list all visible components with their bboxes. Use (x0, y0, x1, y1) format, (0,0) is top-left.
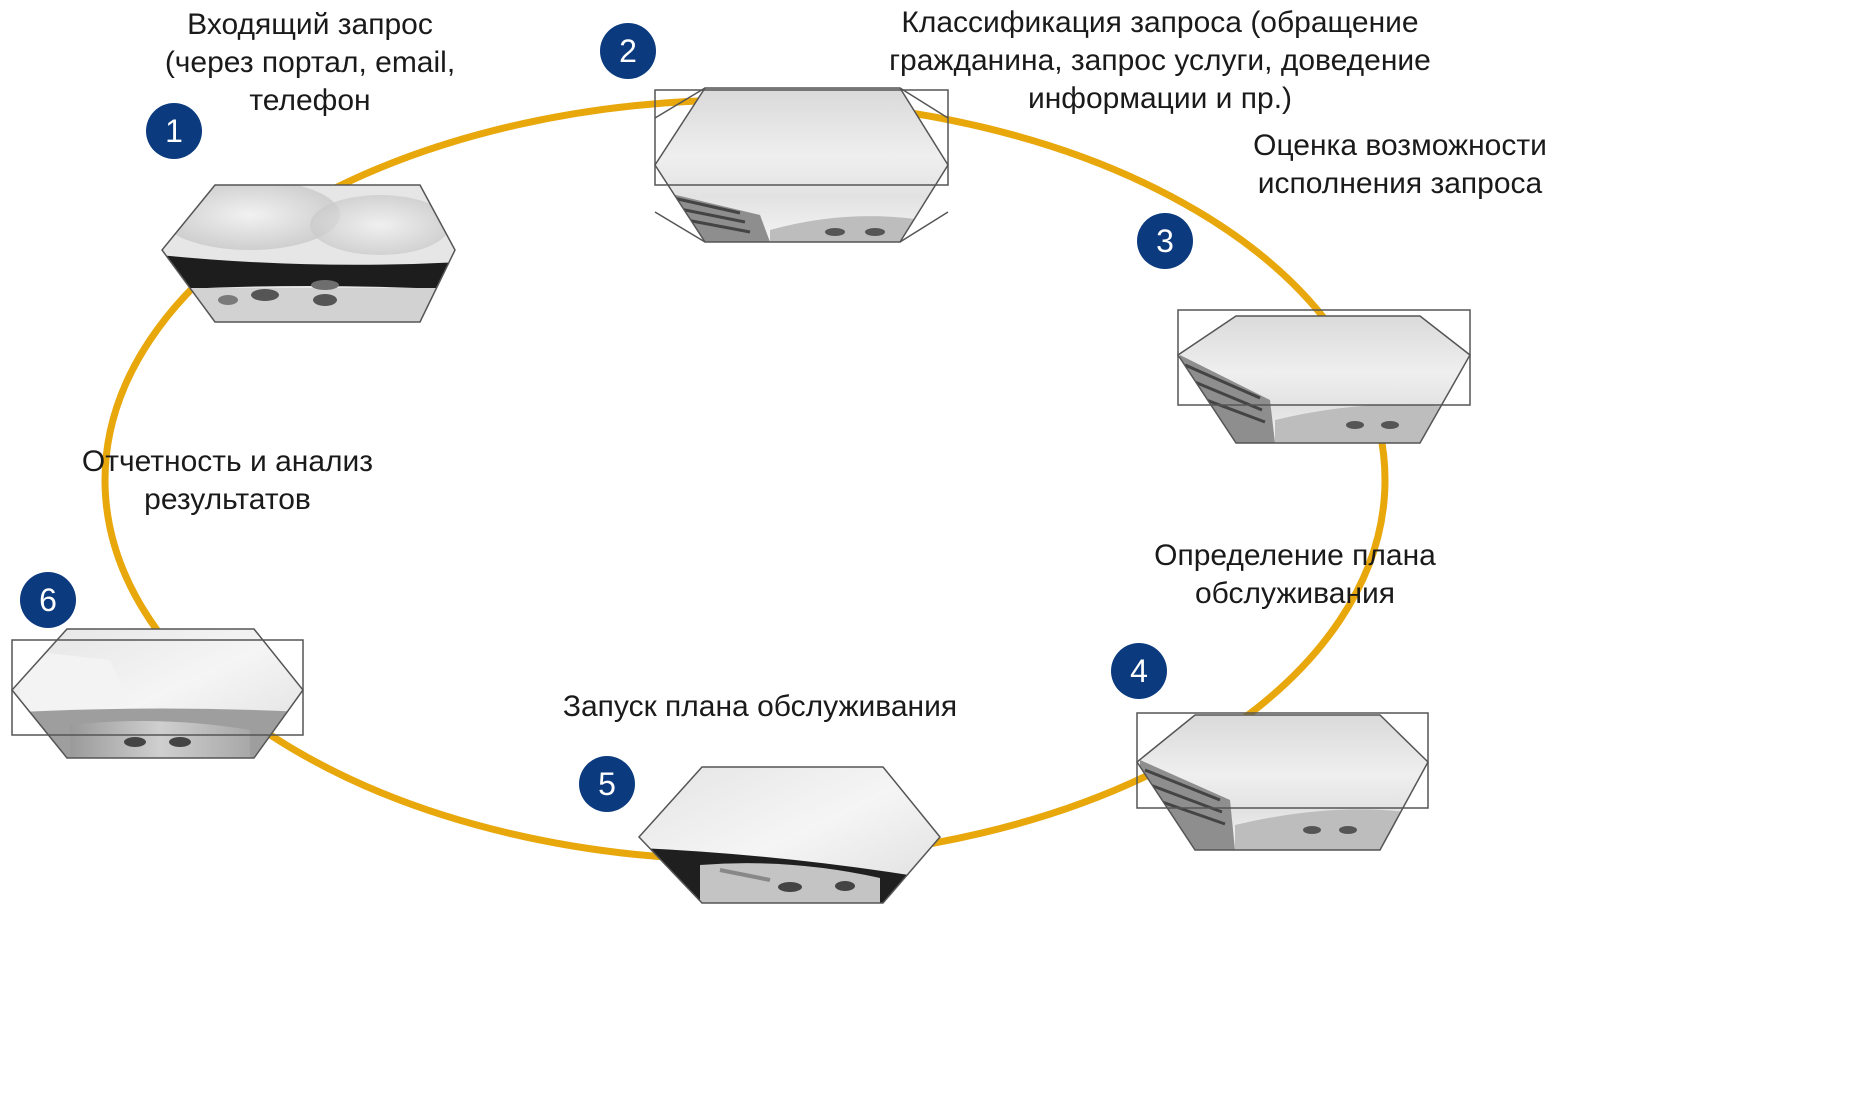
step-6-label: Отчетность и анализ результатов (60, 443, 395, 519)
step-4-photo (1135, 710, 1435, 855)
step-4-label: Определение плана обслуживания (1135, 537, 1455, 613)
step-5-badge: 5 (579, 756, 635, 812)
step-6-badge: 6 (20, 572, 76, 628)
step-3-photo (1175, 310, 1475, 450)
step-2-badge: 2 (600, 23, 656, 79)
step-3-badge: 3 (1137, 213, 1193, 269)
step-2-label: Классификация запроса (обращение граждан… (860, 4, 1460, 118)
step-5-label: Запуск плана обслуживания (540, 688, 980, 726)
step-1-photo (150, 180, 470, 330)
step-3-label: Оценка возможности исполнения запроса (1240, 127, 1560, 203)
step-1-label: Входящий запрос (через портал, email, те… (140, 6, 480, 120)
step-4-badge: 4 (1111, 643, 1167, 699)
